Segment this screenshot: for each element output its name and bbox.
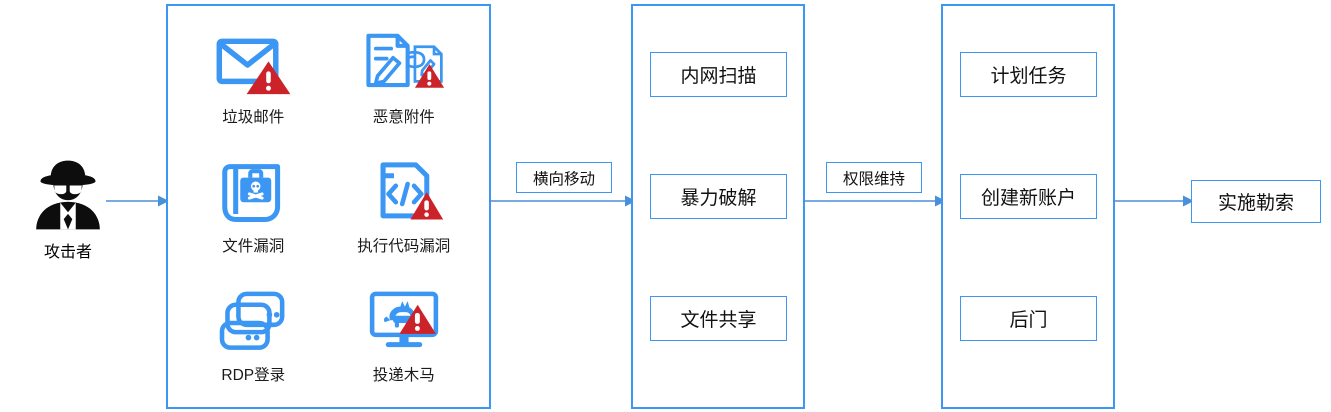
final-outcome-label: 实施勒索 (1217, 193, 1294, 214)
technique-label: 内网扫描 (680, 66, 757, 87)
final-outcome-box[interactable]: 实施勒索 (1191, 180, 1321, 223)
document-attachment-warning-icon (366, 33, 444, 88)
technique-scheduled-task[interactable]: 计划任务 (960, 52, 1097, 97)
technique-label: 后门 (1009, 310, 1048, 331)
technique-brute-force[interactable]: 暴力破解 (650, 174, 787, 219)
server-stack-icon (219, 291, 285, 350)
stage-initial-access: 垃圾邮件 (166, 4, 491, 409)
technique-intranet-scan[interactable]: 内网扫描 (650, 52, 787, 97)
technique-rdp-login[interactable]: RDP登录 (178, 270, 329, 399)
monitor-trojan-warning-icon (369, 291, 438, 347)
technique-label: RDP登录 (221, 366, 286, 384)
edge-label-text: 横向移动 (532, 170, 595, 188)
technique-create-new-account[interactable]: 创建新账户 (960, 174, 1097, 219)
attacker-label: 攻击者 (43, 244, 92, 261)
edge-label-persistence: 权限维持 (826, 162, 922, 193)
edge-label-lateral-movement: 横向移动 (516, 162, 612, 193)
hacker-silhouette-icon (36, 160, 100, 230)
connector-initial-access-to-lateral-movement (489, 195, 636, 207)
connector-lateral-movement-to-persistence (803, 195, 946, 207)
code-document-warning-icon (380, 161, 443, 220)
technique-label: 文件共享 (680, 310, 757, 331)
technique-label: 垃圾邮件 (222, 108, 285, 126)
technique-spam-email[interactable]: 垃圾邮件 (178, 12, 329, 141)
technique-label: 计划任务 (990, 66, 1067, 87)
technique-label: 恶意附件 (372, 108, 435, 126)
technique-label: 创建新账户 (980, 188, 1076, 209)
technique-label: 暴力破解 (680, 188, 757, 209)
technique-label: 投递木马 (372, 366, 435, 384)
connector-attacker-to-initial-access (106, 195, 169, 207)
envelope-warning-icon (216, 38, 291, 94)
attacker-node: 攻击者 (8, 152, 128, 262)
technique-code-execution-vulnerability[interactable]: 执行代码漏洞 (329, 141, 480, 270)
technique-backdoor[interactable]: 后门 (960, 296, 1097, 341)
technique-file-vulnerability[interactable]: 文件漏洞 (178, 141, 329, 270)
technique-file-share[interactable]: 文件共享 (650, 296, 787, 341)
initial-access-icon-grid: 垃圾邮件 (168, 6, 489, 407)
file-skull-briefcase-icon (222, 163, 281, 222)
connector-persistence-to-final (1113, 195, 1194, 207)
technique-deliver-trojan[interactable]: 投递木马 (329, 270, 480, 399)
technique-malicious-attachment[interactable]: 恶意附件 (329, 12, 480, 141)
technique-label: 执行代码漏洞 (357, 237, 451, 255)
edge-label-text: 权限维持 (842, 170, 905, 188)
technique-label: 文件漏洞 (222, 237, 285, 255)
